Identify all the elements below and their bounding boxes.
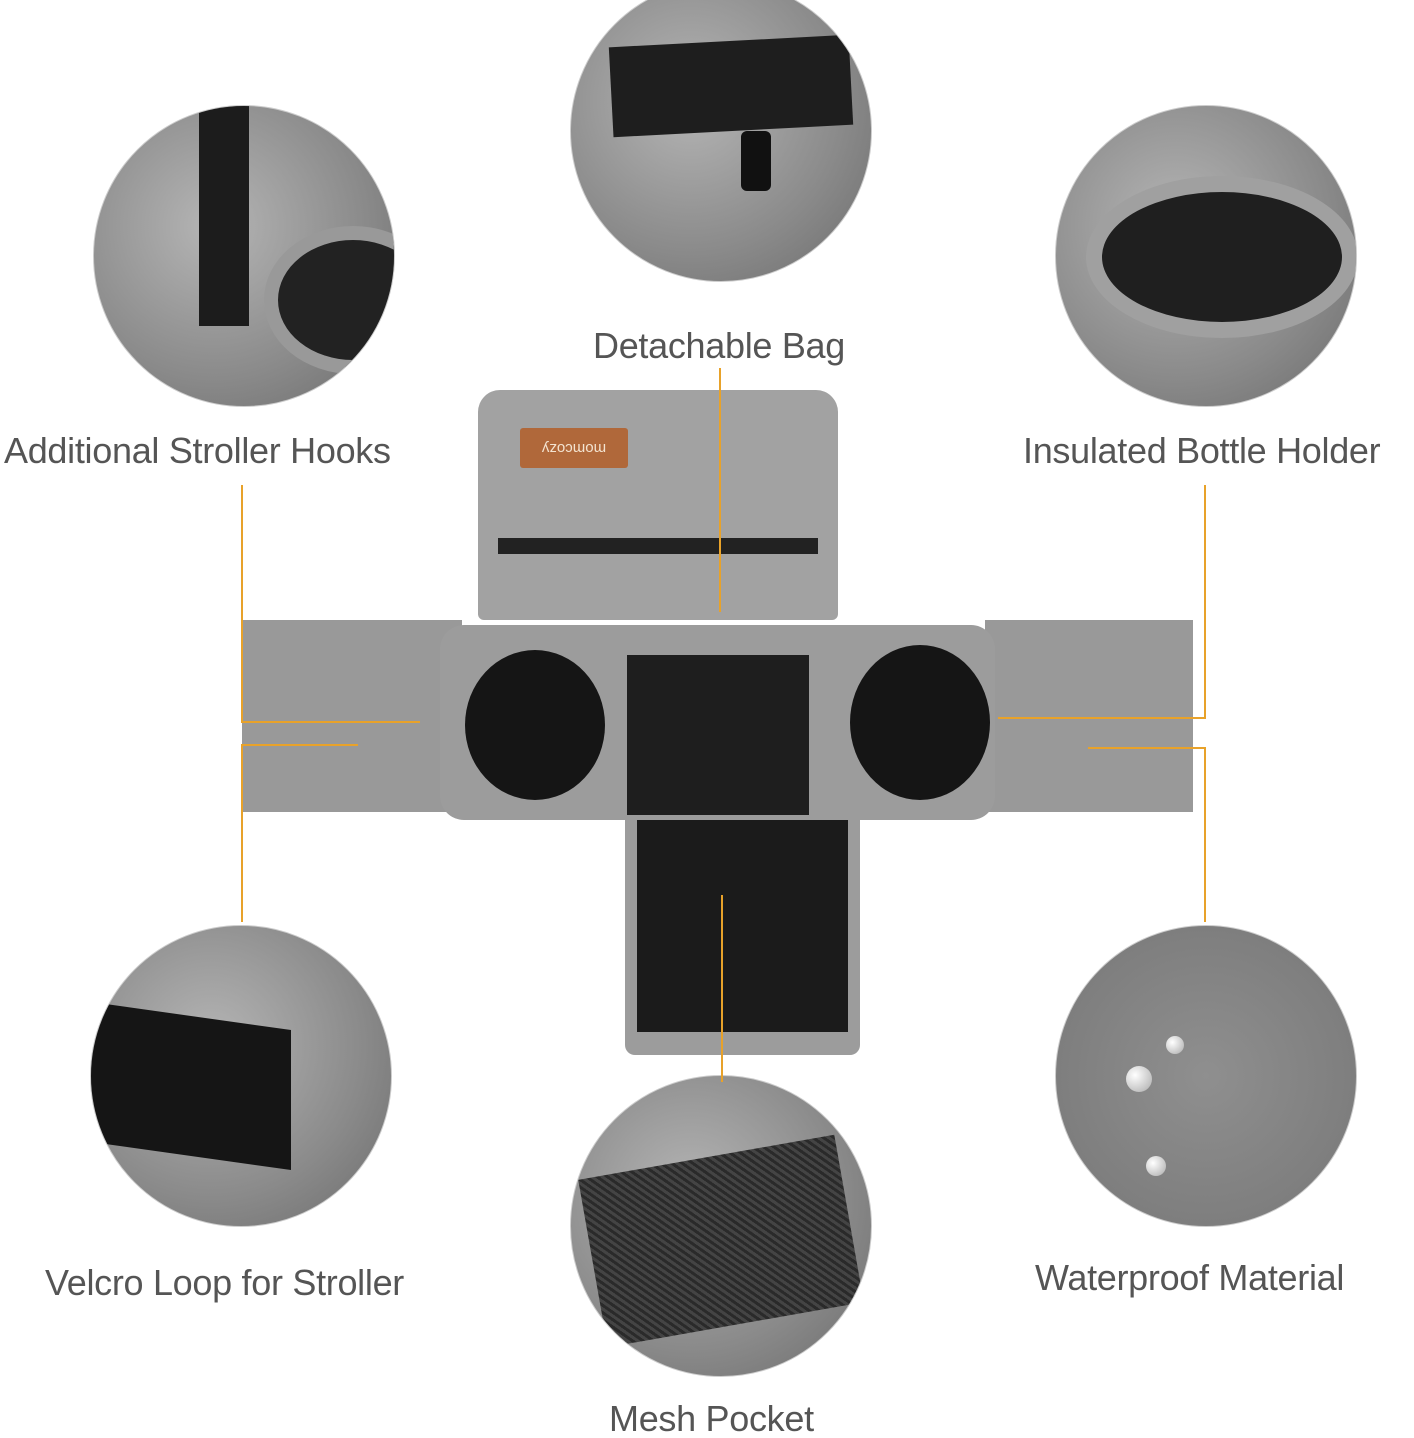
organizer-body [440,625,995,820]
label-additional-hooks: Additional Stroller Hooks [4,430,391,471]
label-waterproof: Waterproof Material [1035,1257,1345,1298]
label-bottle-holder: Insulated Bottle Holder [1023,430,1381,471]
water-droplet-image [1146,1156,1166,1176]
detachable-bag-image: momcozy [478,390,838,620]
label-mesh-pocket: Mesh Pocket [609,1398,814,1438]
bag-zipper [498,538,818,554]
callout-line-bottle [998,485,1206,719]
callout-line-hooks [241,485,420,723]
label-detachable-bag: Detachable Bag [593,325,845,366]
cup-holder-left [465,650,605,800]
zipper-pull-image [741,131,771,191]
detail-circle-waterproof [1055,925,1357,1227]
detail-circle-hooks [93,105,395,407]
detail-circle-bottle [1055,105,1357,407]
side-strap-left [242,620,462,812]
mesh-pocket-flap [625,820,860,1055]
buckle-strap-image [199,106,249,326]
detail-circle-velcro [90,925,392,1227]
detail-circle-mesh [570,1075,872,1377]
label-velcro-loop: Velcro Loop for Stroller [45,1262,404,1303]
flap-lining [637,820,848,1032]
callout-line-velcro [241,744,358,922]
water-droplet-image [1166,1036,1184,1054]
side-strap-right [985,620,1193,812]
center-compartment [627,655,809,815]
detail-circle-bag [570,0,872,282]
callout-line-waterproof [1088,747,1206,922]
cup-holder-right [850,645,990,800]
water-droplet-image [1126,1066,1152,1092]
